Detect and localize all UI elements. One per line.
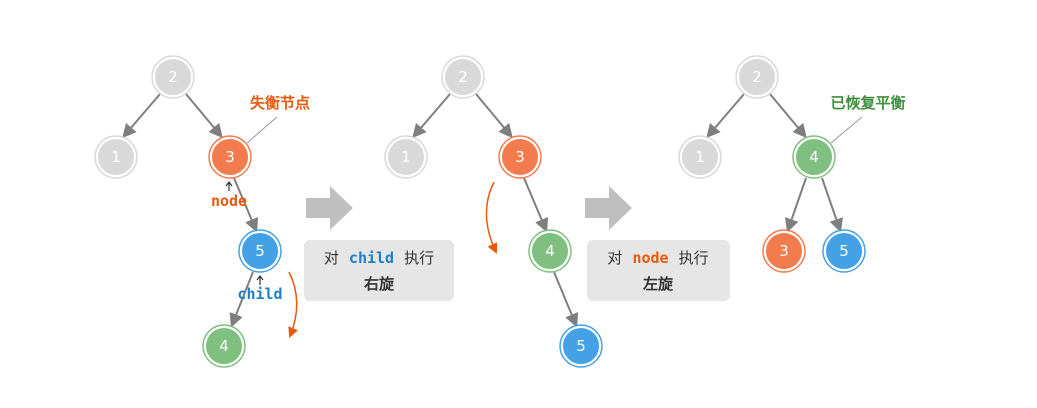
- right-arrow-icon: [585, 186, 632, 230]
- pointer-child-label: child: [237, 285, 282, 303]
- edge-2-1: [122, 93, 161, 139]
- tree-node-2: 2: [441, 55, 485, 99]
- pointer-up-arrow-icon: [256, 275, 264, 285]
- annotation-leader-line: [246, 116, 278, 144]
- panel-2-after-right-rotation: 2 1 3 4 5: [384, 55, 603, 368]
- tree-node-5: 5: [822, 229, 866, 273]
- tree-node-3: 3: [498, 135, 542, 179]
- step-1-label-box: 对 child 执行 右旋: [304, 240, 454, 301]
- right-arrow-icon: [306, 186, 353, 230]
- tree-node-3-unbalanced: 3: [208, 135, 252, 179]
- node-label: 3: [225, 148, 235, 166]
- tree-node-4: 4: [528, 229, 572, 273]
- node-label: 4: [219, 337, 229, 355]
- tree-node-3: 3: [762, 229, 806, 273]
- node-label: 2: [168, 68, 178, 86]
- step-1-prefix: 对: [324, 249, 339, 267]
- edge-4-3: [785, 177, 807, 233]
- edge-5-4: [229, 271, 254, 328]
- pointer-child: child: [237, 275, 283, 303]
- tree-node-4: 4: [202, 324, 246, 368]
- node-label: 2: [752, 68, 762, 86]
- tree-node-2: 2: [151, 55, 195, 99]
- node-label: 5: [255, 242, 265, 260]
- annotation-balanced: 已恢复平衡: [830, 94, 905, 112]
- node-label: 3: [515, 148, 525, 166]
- step-2-prefix: 对: [607, 249, 622, 267]
- edge-2-1: [412, 93, 451, 139]
- step-arrow-2: [585, 186, 632, 230]
- tree-node-4-balanced: 4: [792, 135, 836, 179]
- step-1-suffix: 执行: [404, 249, 434, 267]
- edge-2-4: [769, 93, 807, 139]
- step-2-label-box: 对 node 执行 左旋: [587, 240, 730, 301]
- node-label: 1: [401, 148, 411, 166]
- annotation-leader-line: [830, 116, 863, 144]
- node-label: 2: [458, 68, 468, 86]
- edge-4-5: [553, 271, 579, 328]
- edge-3-5: [233, 177, 259, 233]
- step-1-line-1: 对 child 执行: [324, 249, 434, 267]
- edge-2-3: [475, 93, 513, 139]
- step-1-target: child: [349, 249, 394, 267]
- panel-3-balanced: 2 1 4 3 5 已恢复平衡: [678, 55, 906, 273]
- tree-node-1: 1: [94, 135, 138, 179]
- tree-node-2: 2: [735, 55, 779, 99]
- node-label: 1: [695, 148, 705, 166]
- panel-1-before: 2 1 3 5 4 失衡节点 node: [94, 55, 310, 368]
- edge-4-5: [821, 177, 843, 233]
- step-2-action: 左旋: [642, 275, 674, 293]
- step-2-suffix: 执行: [679, 249, 709, 267]
- node-label: 4: [545, 242, 555, 260]
- node-label: 1: [111, 148, 121, 166]
- node-label: 3: [779, 242, 789, 260]
- rotation-arrow-icon: [288, 271, 299, 338]
- pointer-node: node: [211, 181, 247, 210]
- step-2-line-1: 对 node 执行: [607, 249, 708, 267]
- node-label: 5: [576, 337, 586, 355]
- tree-node-1: 1: [384, 135, 428, 179]
- annotation-unbalanced-node: 失衡节点: [250, 94, 310, 112]
- edge-3-4: [523, 177, 549, 233]
- tree-node-5: 5: [238, 229, 282, 273]
- tree-node-5: 5: [559, 324, 603, 368]
- rotation-arrow-icon: [485, 181, 498, 254]
- tree-node-1: 1: [678, 135, 722, 179]
- pointer-node-label: node: [211, 192, 247, 210]
- edge-2-3: [185, 93, 223, 139]
- step-2-target: node: [632, 249, 668, 267]
- step-1-action: 右旋: [364, 275, 395, 293]
- edge-2-1: [706, 93, 745, 139]
- step-arrow-1: [306, 186, 353, 230]
- node-label: 4: [809, 148, 819, 166]
- node-label: 5: [839, 242, 849, 260]
- pointer-up-arrow-icon: [225, 181, 233, 191]
